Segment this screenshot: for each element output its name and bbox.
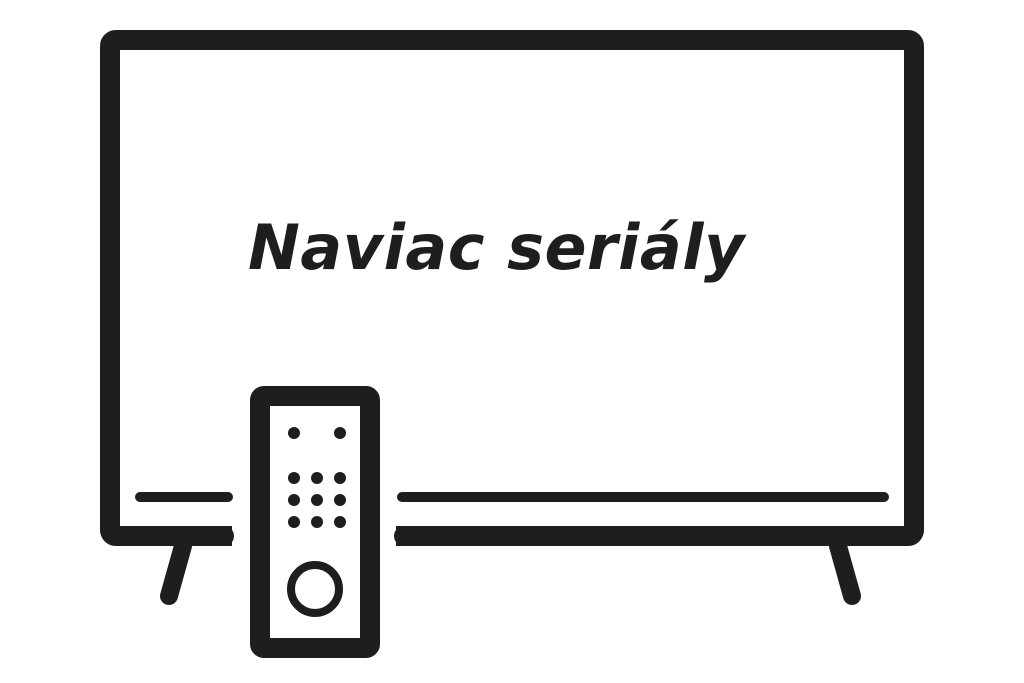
remote-keypad-button <box>334 516 346 528</box>
remote-keypad-button <box>311 472 323 484</box>
remote-keypad-button <box>288 494 300 506</box>
remote-keypad-button <box>288 472 300 484</box>
tv-icon <box>100 30 924 605</box>
remote-round-button <box>287 561 343 617</box>
remote-keypad-button <box>288 516 300 528</box>
remote-control-icon <box>250 386 380 658</box>
remote-keypad-button <box>311 494 323 506</box>
remote-keypad-button <box>334 472 346 484</box>
remote-button <box>334 427 346 439</box>
tv-frame <box>100 30 924 546</box>
remote-keypad-button <box>334 494 346 506</box>
screen-caption: Naviac seriály <box>248 211 745 284</box>
tv-leg-right <box>829 537 861 605</box>
tv-leg-left <box>160 537 192 605</box>
remote-button <box>288 427 300 439</box>
remote-keypad-button <box>311 516 323 528</box>
